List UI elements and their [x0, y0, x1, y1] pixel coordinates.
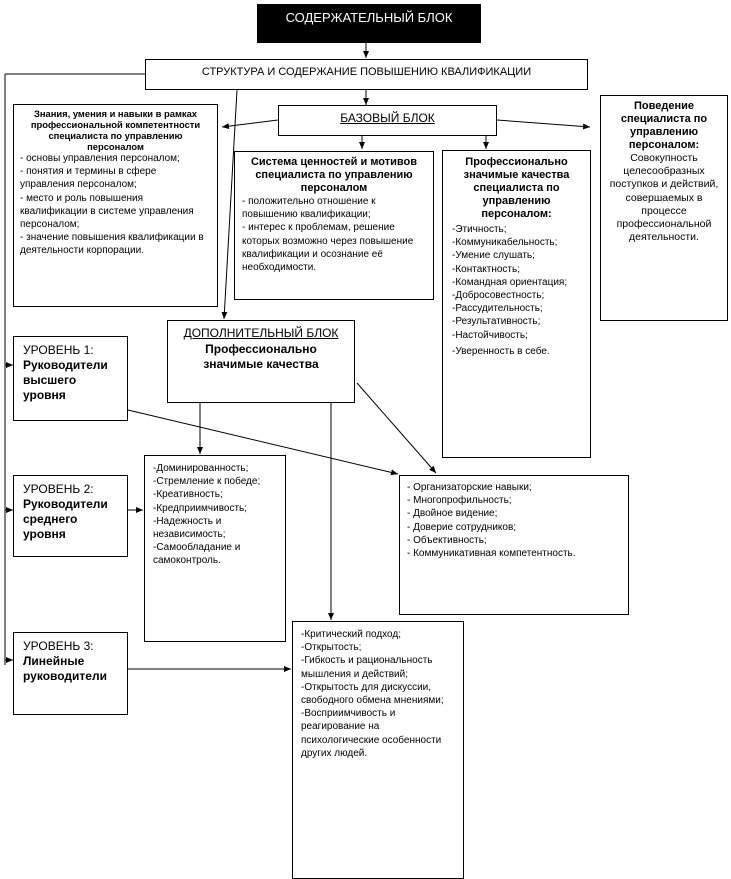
- qual-top-item: - Объективность;: [407, 534, 487, 546]
- qual-mid-item: -Креативность;: [153, 489, 223, 501]
- level-1-name: Руководители высшего уровня: [23, 358, 108, 402]
- qual-mid-item: -Доминированность;: [153, 463, 249, 474]
- title-text: СОДЕРЖАТЕЛЬНЫЙ БЛОК: [285, 10, 453, 25]
- knowledge-title: Знания, умения и навыки в рамках професс…: [30, 108, 201, 152]
- level-3-box: УРОВЕНЬ 3: Линейные руководители: [13, 632, 128, 715]
- behavior-text: Совокупность целесообразных поступков и …: [609, 152, 719, 244]
- qual-top-item: - Коммуникативная компетентность.: [407, 548, 576, 560]
- values-title: Система ценностей и мотивов специалиста …: [250, 156, 418, 194]
- qual-top-item: - Доверие сотрудников;: [407, 521, 517, 533]
- values-item: - положительно отношение к повышению ква…: [242, 196, 376, 221]
- qual-top-item: - Организаторские навыки;: [407, 482, 532, 493]
- qual-line-item: -Критический подход;: [301, 629, 401, 640]
- knowledge-box: Знания, умения и навыки в рамках професс…: [13, 104, 218, 307]
- level-2-label: УРОВЕНЬ 2:: [23, 482, 94, 496]
- base-block-box: БАЗОВЫЙ БЛОК: [278, 105, 497, 136]
- arrow-additional-top: [356, 382, 437, 474]
- base-block-text: БАЗОВЫЙ БЛОК: [340, 111, 435, 125]
- knowledge-item: - основы управления персоналом;: [20, 153, 180, 164]
- prof-quality-item: -Командная ориентация;: [452, 276, 568, 288]
- knowledge-item: - значение повышения квалификации в деят…: [20, 232, 204, 257]
- values-box: Система ценностей и мотивов специалиста …: [234, 151, 434, 300]
- behavior-box: Поведение специалиста по управлению перс…: [600, 95, 728, 321]
- prof-quality-item: -Контактность;: [452, 263, 520, 275]
- level-3-name: Линейные руководители: [23, 654, 107, 683]
- level-2-name: Руководители среднего уровня: [23, 497, 108, 541]
- prof-quality-item: -Настойчивость;: [452, 329, 528, 341]
- qual-line-box: -Критический подход; -Открытость; -Гибко…: [292, 621, 464, 879]
- level-1-box: УРОВЕНЬ 1: Руководители высшего уровня: [13, 336, 128, 421]
- prof-quality-item: -Уверенность в себе.: [452, 345, 550, 357]
- knowledge-item: - понятия и термины в сфере управления п…: [20, 166, 157, 191]
- behavior-title: Поведение специалиста по управлению перс…: [620, 100, 708, 151]
- qual-top-item: - Двойное видение;: [407, 508, 498, 520]
- arrow-structure-additional: [221, 89, 238, 320]
- qual-line-item: -Открытость;: [301, 642, 362, 654]
- knowledge-item: - место и роль повышения квалификации в …: [20, 192, 194, 231]
- prof-quality-item: -Добросовестность;: [452, 290, 545, 302]
- title-box: СОДЕРЖАТЕЛЬНЫЙ БЛОК: [257, 4, 481, 43]
- qual-line-item: -Гибкость и рациональность мышления и де…: [301, 655, 433, 680]
- prof-quality-item: -Этичность;: [452, 224, 507, 235]
- additional-title: ДОПОЛНИТЕЛЬНЫЙ БЛОК: [183, 326, 339, 340]
- level-1-label: УРОВЕНЬ 1:: [23, 343, 94, 357]
- prof-quality-item: -Коммуникабельность;: [452, 237, 558, 249]
- qual-line-item: -Восприимчивость и реагирование на психо…: [301, 708, 442, 759]
- structure-box: СТРУКТУРА И СОДЕРЖАНИЕ ПОВЫШЕНИЮ КВАЛИФИ…: [145, 59, 588, 90]
- qual-top-item: - Многопрофильность;: [407, 495, 512, 507]
- structure-text: СТРУКТУРА И СОДЕРЖАНИЕ ПОВЫШЕНИЮ КВАЛИФИ…: [201, 66, 532, 78]
- arrow-base-knowledge: [221, 119, 279, 130]
- prof-qualities-box: Профессионально значимые качества специа…: [442, 150, 591, 458]
- qual-mid-box: -Доминированность; -Стремление к победе;…: [144, 455, 286, 642]
- qual-mid-item: -Кредприимчивость;: [153, 502, 248, 514]
- level-3-label: УРОВЕНЬ 3:: [23, 639, 94, 653]
- qual-line-item: -Открытость для дискуссии, свободного об…: [301, 681, 444, 707]
- qual-mid-item: -Стремление к победе;: [153, 476, 261, 488]
- additional-block-box: ДОПОЛНИТЕЛЬНЫЙ БЛОК Профессионально знач…: [167, 320, 355, 403]
- arrow-level1-top: [127, 409, 399, 476]
- qual-top-box: - Организаторские навыки; - Многопрофиль…: [399, 475, 629, 615]
- prof-quality-item: -Рассудительность;: [452, 303, 543, 315]
- prof-quality-item: -Умение слушать;: [452, 250, 535, 262]
- qual-mid-item: -Надежность и независимость;: [153, 515, 226, 541]
- prof-qualities-title: Профессионально значимые качества специа…: [463, 156, 570, 220]
- arrow-base-behavior: [496, 119, 591, 130]
- prof-quality-item: -Результативность;: [452, 316, 541, 328]
- qual-mid-item: -Самообладание и самоконтроль.: [153, 542, 241, 567]
- level-2-box: УРОВЕНЬ 2: Руководители среднего уровня: [13, 475, 128, 557]
- values-item: - интерес к проблемам, решение которых в…: [242, 222, 414, 274]
- additional-subtitle: Профессионально значимые качества: [203, 342, 319, 371]
